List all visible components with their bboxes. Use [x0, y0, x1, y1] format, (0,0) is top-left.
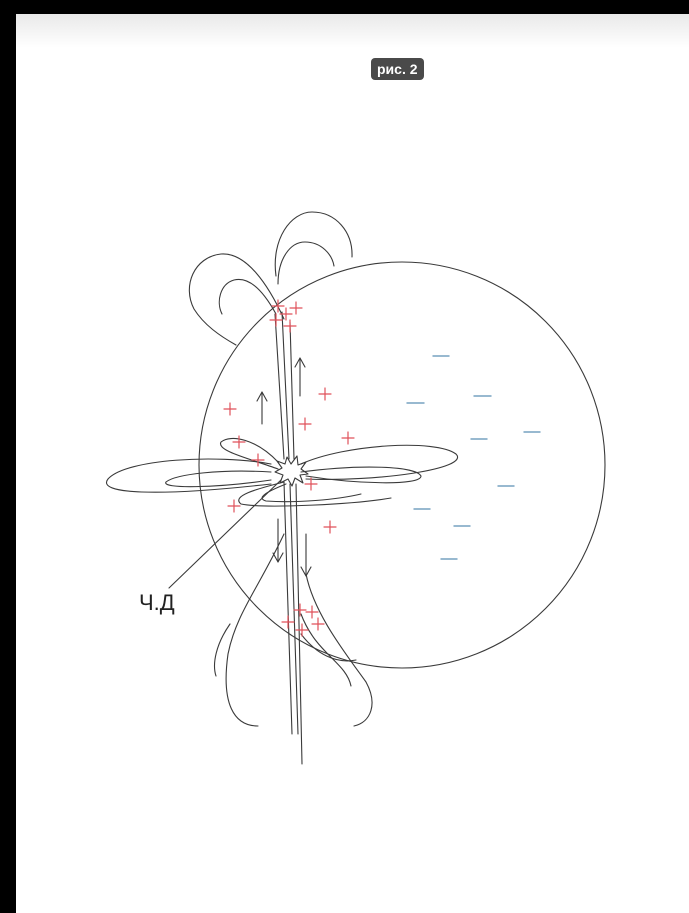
negative-charges	[406, 355, 541, 560]
plus-sign	[271, 299, 285, 313]
nucleus-label: Ч.Д	[139, 590, 175, 615]
plus-sign	[279, 307, 293, 321]
plus-sign	[251, 453, 265, 467]
field-loop-upper	[220, 437, 279, 470]
upper-loop-right	[274, 211, 353, 277]
plus-sign	[305, 605, 319, 619]
arrow-up-right	[294, 357, 306, 397]
label-pointer-line	[168, 479, 282, 589]
plus-sign	[293, 603, 307, 617]
arrow-down-right	[300, 533, 312, 577]
plus-sign	[283, 319, 297, 333]
figure-page: рис. 2 Ч.Д	[16, 14, 689, 913]
field-loop-left-inner	[165, 470, 272, 488]
upper-loop-left	[188, 253, 285, 346]
jet-line-6	[295, 483, 303, 765]
plus-sign	[304, 477, 318, 491]
plus-sign	[227, 499, 241, 513]
jet-line-4	[283, 481, 293, 735]
plus-sign	[281, 615, 295, 629]
upper-loop-right-inner	[277, 241, 335, 285]
field-loop-right-mid	[300, 466, 422, 484]
figure-caption: рис. 2	[371, 58, 424, 80]
lower-loop-right-inner	[300, 613, 352, 687]
plus-sign	[311, 617, 325, 631]
lower-loop-right	[305, 573, 373, 727]
jet-line-1	[274, 313, 285, 460]
arrow-down-left	[272, 518, 284, 563]
lower-loop-base	[300, 633, 357, 662]
jet-line-5	[289, 483, 299, 735]
plus-sign	[323, 520, 337, 534]
plus-sign	[223, 402, 237, 416]
plus-sign	[295, 623, 309, 637]
jet-line-2	[281, 311, 290, 460]
plus-sign	[289, 301, 303, 315]
field-diagram	[105, 211, 606, 765]
plus-sign	[232, 435, 246, 449]
arrow-up-left	[256, 391, 268, 425]
positive-charges	[223, 299, 355, 637]
upper-loop-left-inner	[218, 278, 277, 315]
lower-loop-left-small	[213, 623, 231, 677]
field-loop-lower	[238, 481, 392, 507]
jet-line-3	[289, 321, 295, 460]
field-loop-right-outer	[300, 444, 459, 480]
plus-sign	[298, 417, 312, 431]
field-loop-left-outer	[105, 458, 272, 493]
plus-sign	[341, 431, 355, 445]
lower-loop-left	[225, 533, 285, 727]
sphere-outline	[198, 261, 606, 669]
page-top-shade	[16, 14, 689, 48]
plus-sign	[318, 387, 332, 401]
nucleus-burst	[274, 455, 309, 487]
plus-sign	[269, 313, 283, 327]
